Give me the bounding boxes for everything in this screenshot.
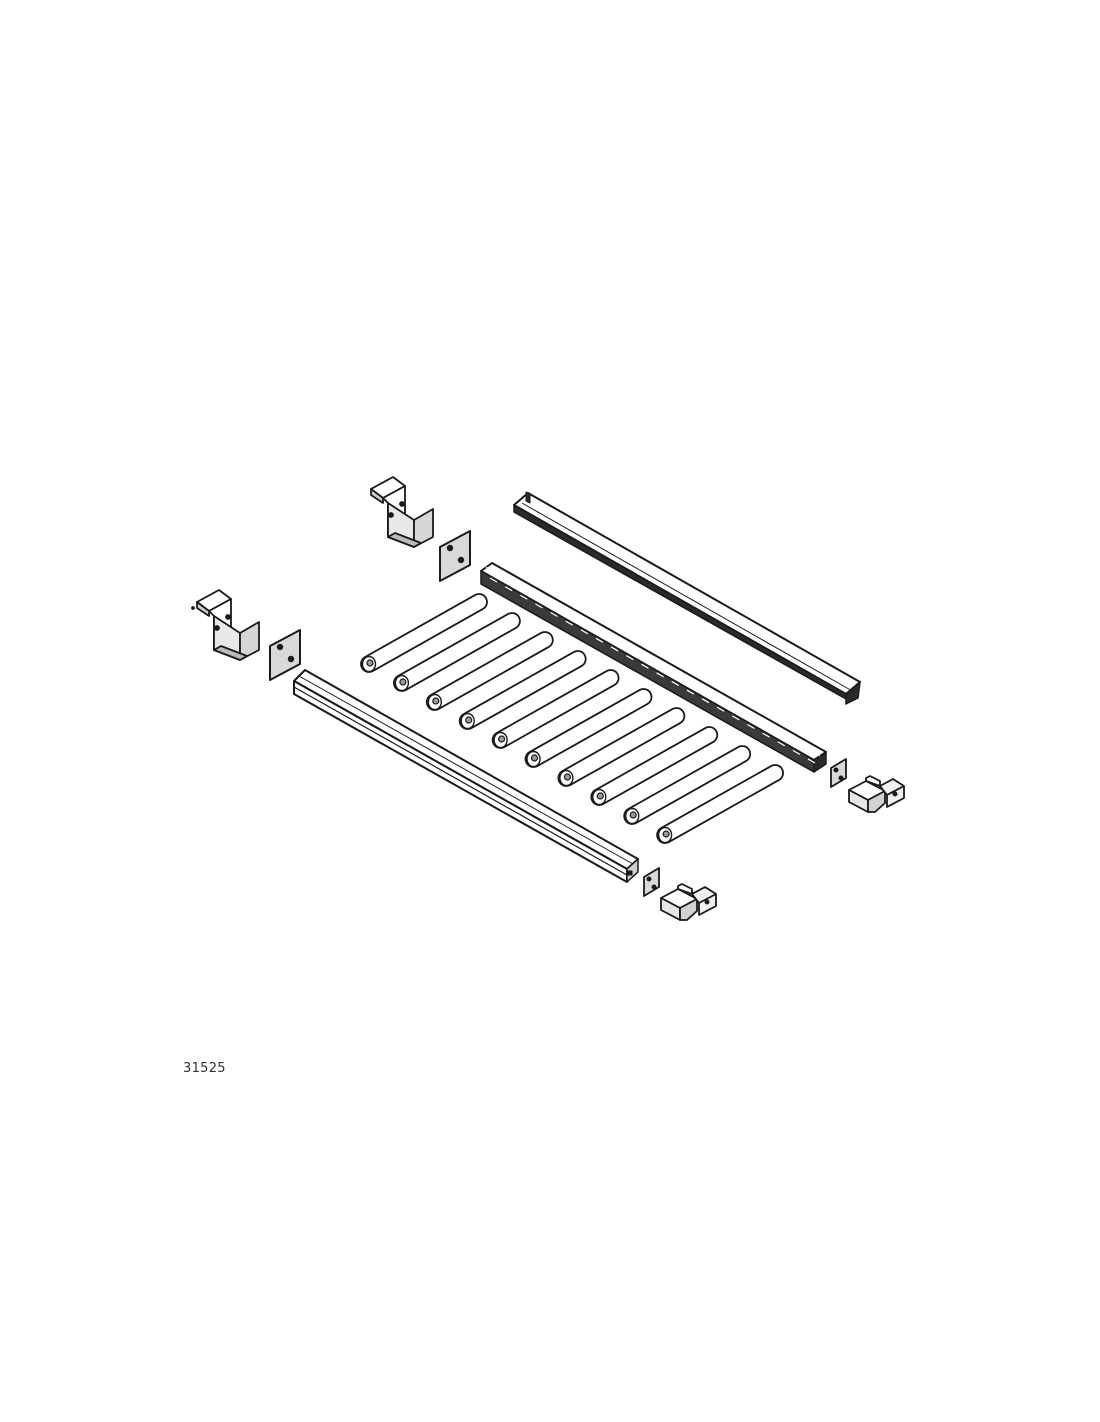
bottom-small-plate — [643, 867, 660, 897]
drawing-number: 31525 — [183, 1061, 226, 1076]
top-bracket — [370, 476, 434, 548]
roller — [458, 650, 587, 730]
slot-mark — [519, 594, 528, 600]
roller — [393, 612, 521, 692]
slot-mark — [747, 724, 755, 730]
slot-mark — [701, 698, 710, 704]
roller — [623, 745, 752, 825]
slot-mark — [595, 637, 604, 643]
slot-mark — [550, 611, 558, 617]
slot-mark — [762, 732, 770, 738]
slot-mark — [580, 629, 589, 635]
slot-mark — [792, 749, 801, 755]
slot-marks — [489, 577, 816, 764]
roller — [557, 707, 686, 787]
bottom-foot — [660, 883, 717, 921]
slot-mark — [565, 620, 574, 626]
front-profile — [293, 669, 639, 883]
slot-mark — [625, 655, 634, 661]
right-small-plate — [830, 758, 847, 788]
roller — [524, 688, 653, 768]
roller — [590, 726, 719, 806]
slot-mark — [716, 706, 725, 712]
left-plate — [269, 629, 301, 681]
slot-mark — [686, 689, 695, 695]
roller — [360, 593, 488, 673]
roller — [491, 669, 620, 749]
right-foot — [848, 775, 905, 813]
roller — [656, 764, 784, 844]
slot-mark — [731, 715, 740, 721]
top-plate — [439, 530, 471, 582]
rollers — [360, 593, 784, 844]
slot-mark — [535, 603, 543, 609]
slot-mark — [671, 680, 680, 686]
slot-mark — [610, 646, 619, 652]
left-bracket — [191, 589, 260, 661]
slot-mark — [489, 577, 498, 583]
slot-mark — [504, 586, 513, 592]
slot-mark — [656, 672, 664, 678]
angle-rail — [513, 491, 861, 705]
slot-mark — [641, 663, 649, 669]
roller — [425, 631, 554, 711]
slot-mark — [777, 741, 786, 747]
slot-mark — [807, 758, 816, 764]
slotted-rail — [480, 562, 827, 773]
